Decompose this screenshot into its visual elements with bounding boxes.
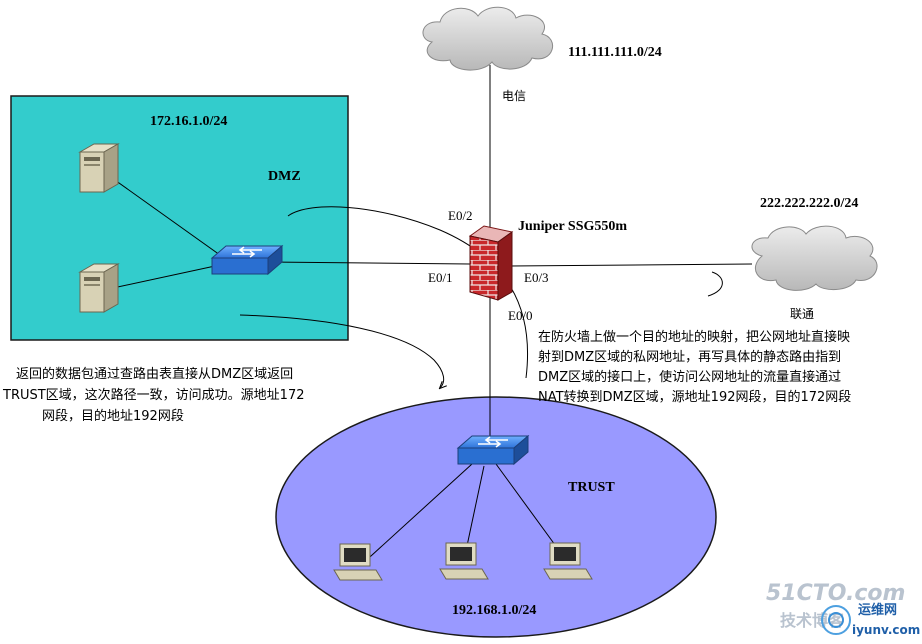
note-line: 在防火墙上做一个目的地址的映射，把公网地址直接映 — [538, 329, 850, 345]
pc-icon — [543, 542, 593, 580]
link-firewall-dmz-switch — [267, 261, 471, 265]
link-trust-pc-1 — [359, 463, 473, 567]
dmz-zone-label: DMZ — [268, 169, 301, 184]
port-label-e01: E0/1 — [428, 270, 453, 285]
watermark-51cto: 51CTO.com — [766, 581, 905, 606]
watermark-blog: 技术博客 — [780, 611, 845, 630]
watermark-brand: 运维网 — [858, 602, 897, 618]
unicom-label: 联通 — [790, 307, 814, 321]
note-line: 返回的数据包通过查路由表直接从DMZ区域返回 — [16, 366, 293, 382]
trust-switch-icon — [456, 434, 530, 466]
note-line: NAT转换到DMZ区域，源地址192网段，目的172网段 — [538, 389, 851, 405]
traffic-arcs — [239, 206, 723, 388]
watermark-url: iyunv.com — [852, 623, 920, 637]
trust-subnet-label: 192.168.1.0/24 — [452, 603, 536, 618]
return-path-arc — [239, 314, 444, 388]
note-line: TRUST区域，这次路径一致，访问成功。源地址172 — [2, 387, 305, 403]
firewall-icon — [468, 225, 514, 301]
note-line: 射到DMZ区域的私网地址，再写具体的静态路由指到 — [538, 349, 841, 365]
cloud-icon-telecom — [422, 6, 553, 71]
pc-icon — [333, 543, 383, 581]
trust-zone — [275, 396, 717, 638]
note-line: 网段，目的地址192网段 — [42, 408, 184, 424]
server-icon — [78, 263, 120, 313]
dmz-switch-icon — [210, 244, 284, 276]
pc-icon — [439, 542, 489, 580]
inbound-path-arc — [287, 206, 529, 379]
telecom-label: 电信 — [502, 89, 526, 103]
network-links — [111, 65, 753, 567]
trust-zone-label: TRUST — [568, 480, 615, 495]
note-line: DMZ区域的接口上，使访问公网地址的流量直接通过 — [538, 369, 841, 385]
port-label-e03: E0/3 — [524, 270, 549, 285]
link-dmz-server-1 — [111, 177, 221, 256]
link-dmz-server-2 — [112, 265, 216, 289]
telecom-subnet-label: 111.111.111.0/24 — [568, 45, 662, 60]
dmz-subnet-label: 172.16.1.0/24 — [150, 114, 227, 129]
watermark: 51CTO.com 技术博客 运维网 iyunv.com — [766, 581, 920, 637]
return-path-note: 返回的数据包通过查路由表直接从DMZ区域返回 TRUST区域，这次路径一致，访问… — [2, 366, 305, 424]
unicom-subnet-label: 222.222.222.0/24 — [760, 196, 858, 211]
nat-explanation-note: 在防火墙上做一个目的地址的映射，把公网地址直接映 射到DMZ区域的私网地址，再写… — [538, 329, 851, 405]
cloud-icon-unicom — [751, 225, 878, 291]
unicom-port-hook — [707, 271, 723, 297]
port-label-e00: E0/0 — [508, 308, 533, 323]
dmz-zone — [10, 95, 349, 341]
iyunv-logo-icon — [821, 605, 851, 635]
firewall-model-label: Juniper SSG550m — [518, 219, 627, 234]
link-firewall-unicom — [509, 263, 753, 267]
port-label-e02: E0/2 — [448, 208, 473, 223]
server-icon — [78, 143, 120, 193]
